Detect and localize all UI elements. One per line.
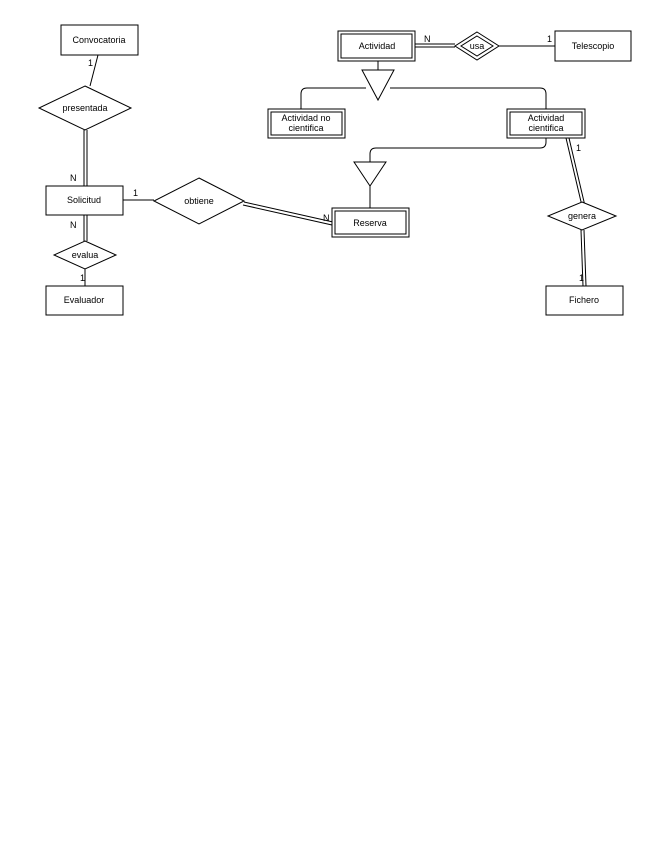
entity-label: Reserva [353,218,387,228]
entity-telescopio: Telescopio [554,30,632,62]
relationship-label: presentada [62,103,107,113]
entity-convocatoria: Convocatoria [60,24,139,56]
edge-obtiene-reserva-a [243,201,334,223]
cardinality-genera-fichero: 1 [579,273,584,283]
edge-cientifica-isa2 [369,138,547,162]
cardinality-convocatoria-presentada: 1 [88,58,93,68]
relationship-evalua: evalua [52,240,118,270]
cardinality-evalua-evaluador: 1 [80,273,85,283]
relationship-obtiene: obtiene [152,177,246,225]
entity-label: Convocatoria [72,35,125,45]
edge-isa-no-cientifica [300,87,366,109]
entity-label-line1: Actividad [528,113,565,123]
edge-convocatoria-presentada [89,54,99,87]
cardinality-presentada-solicitud: N [70,173,77,183]
entity-label: Fichero [569,295,599,305]
relationship-label: evalua [72,250,99,260]
cardinality-obtiene-reserva: N [323,213,330,223]
entity-label: Telescopio [572,41,615,51]
cardinality-usa-telescopio: 1 [547,34,552,44]
entity-label: Actividad [359,41,396,51]
cardinality-solicitud-evalua: N [70,220,77,230]
cardinality-solicitud-obtiene: 1 [133,188,138,198]
entity-label: Solicitud [67,195,101,205]
entity-fichero: Fichero [545,285,624,316]
identifying-relationship-usa: usa [454,31,500,61]
relationship-presentada: presentada [37,85,133,131]
weak-entity-actividad: Actividad [337,30,416,62]
edge-cientifica-genera-b [568,137,586,207]
entity-label-line1: Actividad no [281,113,330,123]
edge-cientifica-genera-a [565,137,583,207]
entity-label-line2: cientifica [288,123,323,133]
entity-evaluador: Evaluador [45,285,124,316]
entity-label: Evaluador [64,295,105,305]
relationship-label: genera [568,211,596,221]
relationship-label: usa [470,41,485,51]
edge-isa-cientifica [390,87,547,109]
edge-obtiene-reserva-b [242,204,333,226]
isa-triangle-cientifica [353,161,387,187]
relationship-genera: genera [546,201,618,231]
cardinality-cientifica-genera: 1 [576,143,581,153]
entity-solicitud: Solicitud [45,185,124,216]
isa-triangle-actividad [361,69,395,102]
edge-genera-fichero-b [583,229,587,287]
weak-entity-actividad-no-cientifica: Actividad no cientifica [267,108,346,139]
edge-genera-fichero-a [580,229,584,287]
entity-label-line2: cientifica [528,123,563,133]
weak-entity-actividad-cientifica: Actividad cientifica [506,108,586,139]
weak-entity-reserva: Reserva [331,207,410,238]
relationship-label: obtiene [184,196,214,206]
cardinality-actividad-usa: N [424,34,431,44]
